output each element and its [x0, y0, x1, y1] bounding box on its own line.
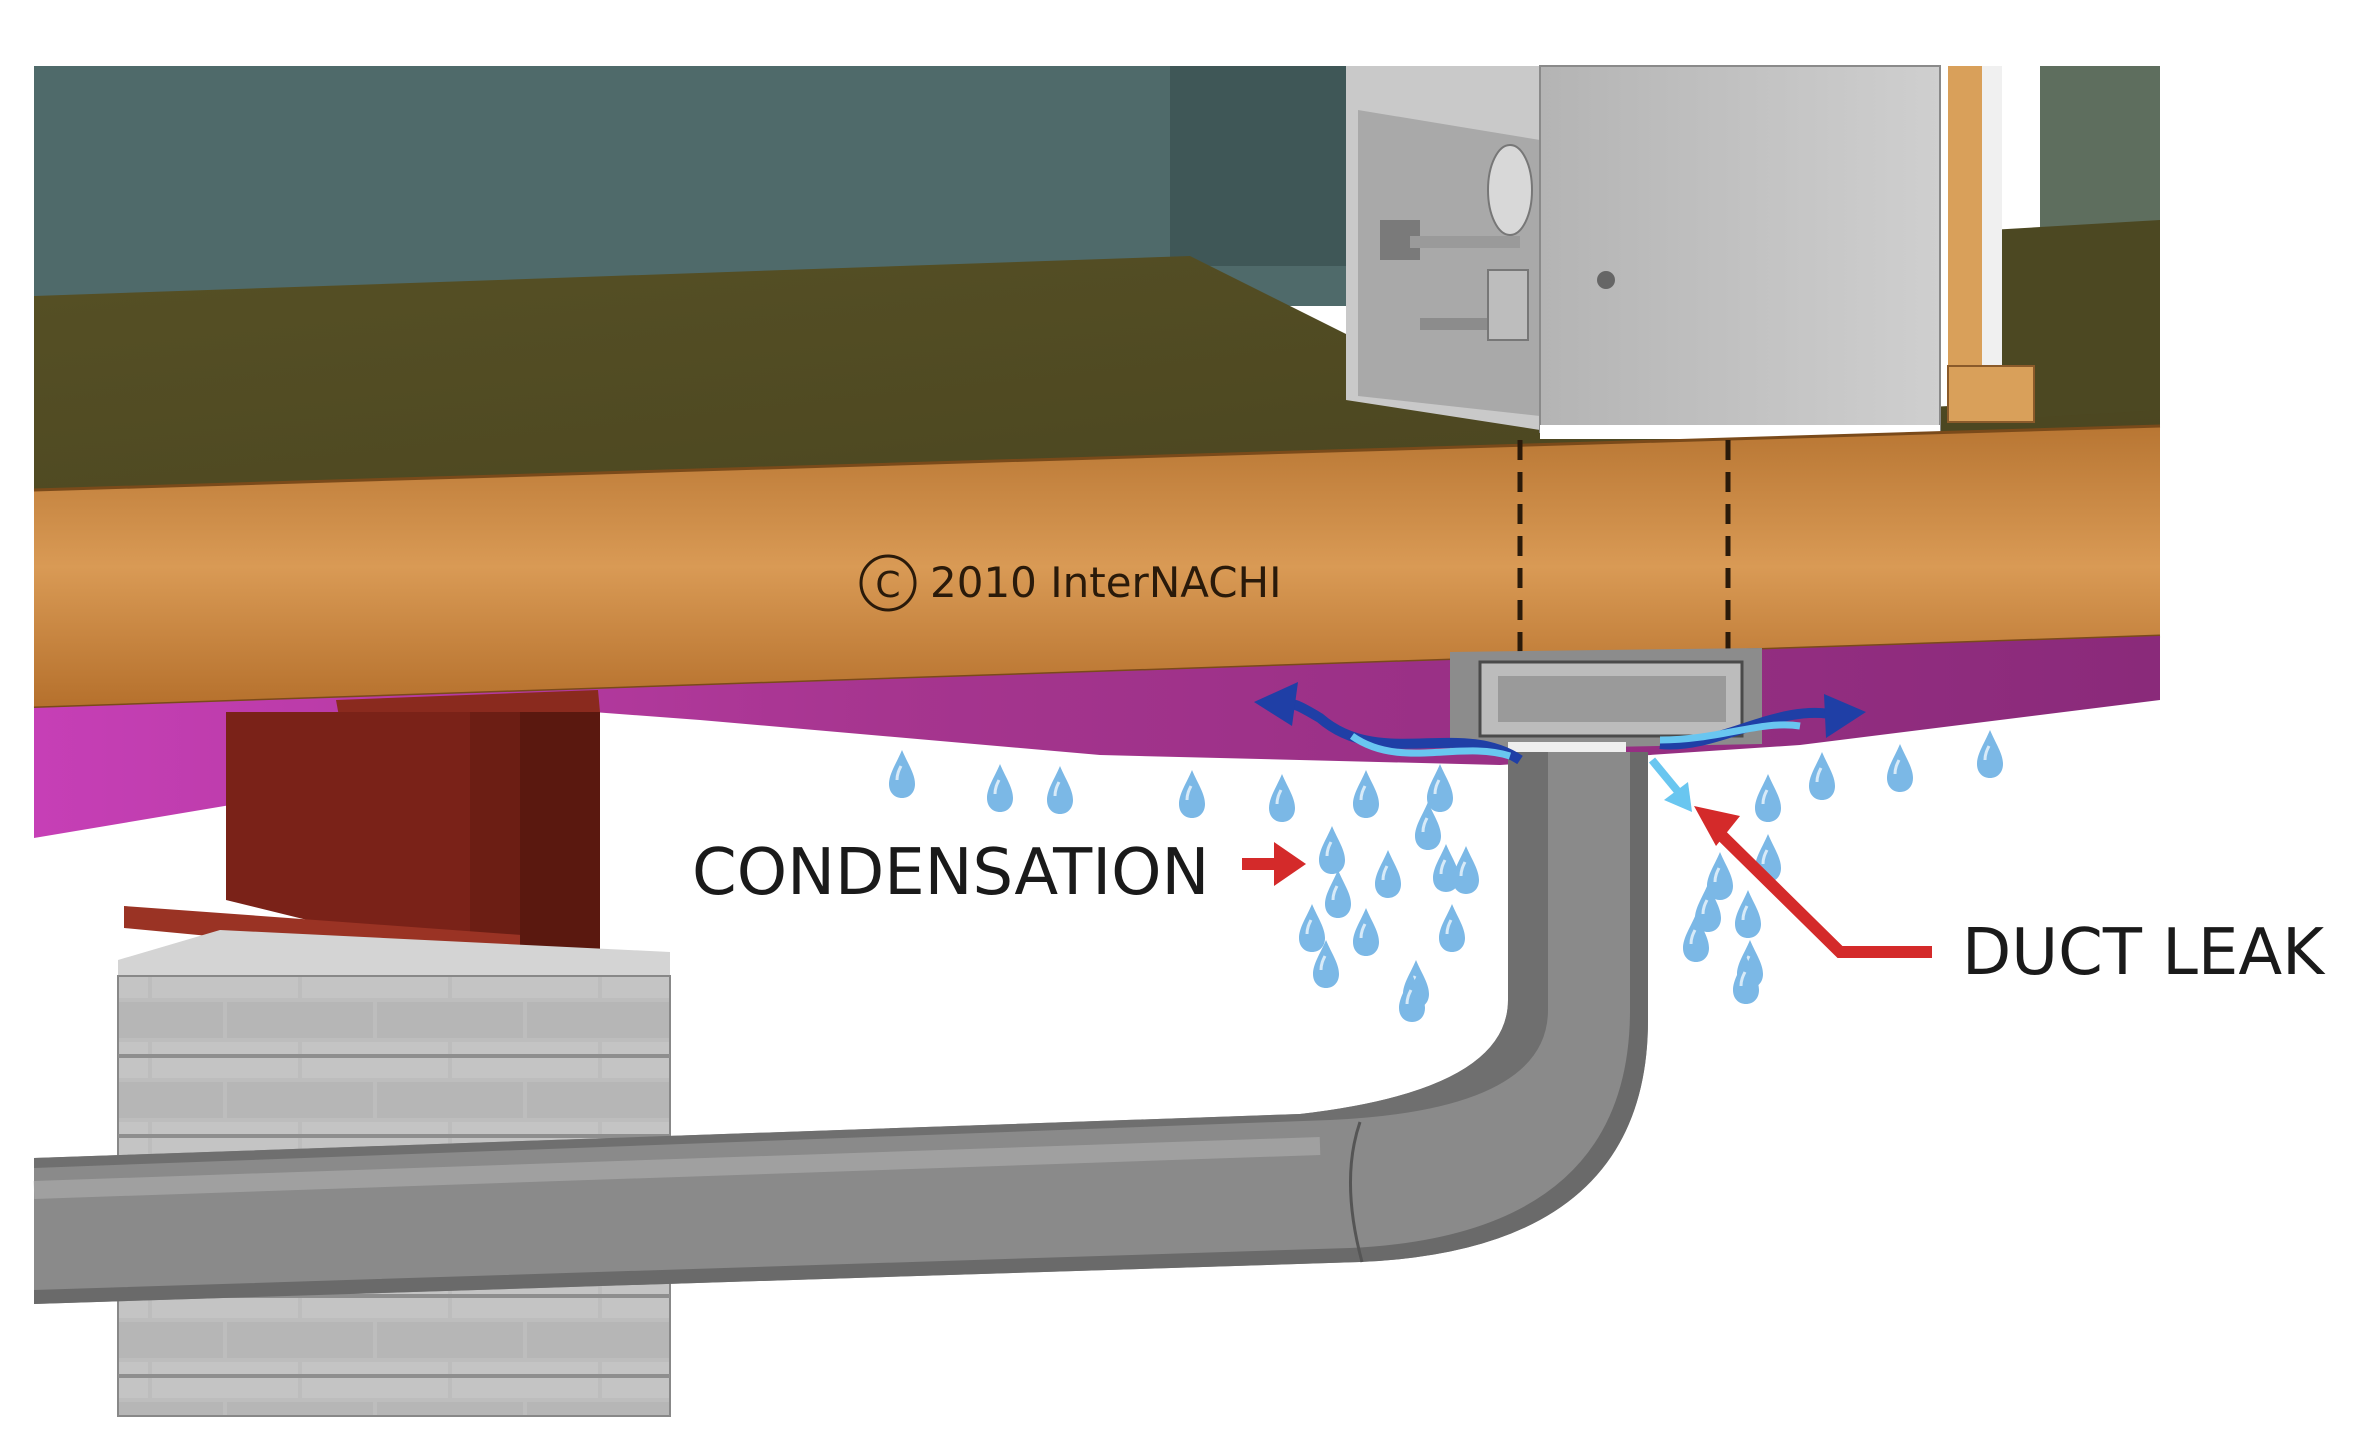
condensation-label: CONDENSATION [692, 836, 1209, 910]
right-wall [2040, 66, 2160, 236]
copyright-text: 2010 InterNACHI [930, 558, 1282, 607]
cabinet-front [1540, 66, 1940, 432]
airflow-arrow-icon [1254, 682, 1866, 812]
floor-joist-beam [34, 426, 2160, 708]
duct-leak-label: DUCT LEAK [1962, 916, 2326, 990]
red-arrow-icon [1242, 842, 1306, 886]
duct-boot [1450, 648, 1762, 754]
wall-stud [1948, 66, 1982, 422]
copyright-notice: C 2010 InterNACHI [859, 554, 1282, 612]
back-wall-right [1170, 66, 1350, 266]
drywall [1982, 66, 2002, 366]
copyright-symbol: C [875, 565, 900, 606]
wall-plate [1947, 365, 2035, 423]
flex-duct [33, 752, 1648, 1304]
red-arrow-icon [1694, 806, 1932, 958]
air-handler-icon [1346, 65, 1941, 439]
